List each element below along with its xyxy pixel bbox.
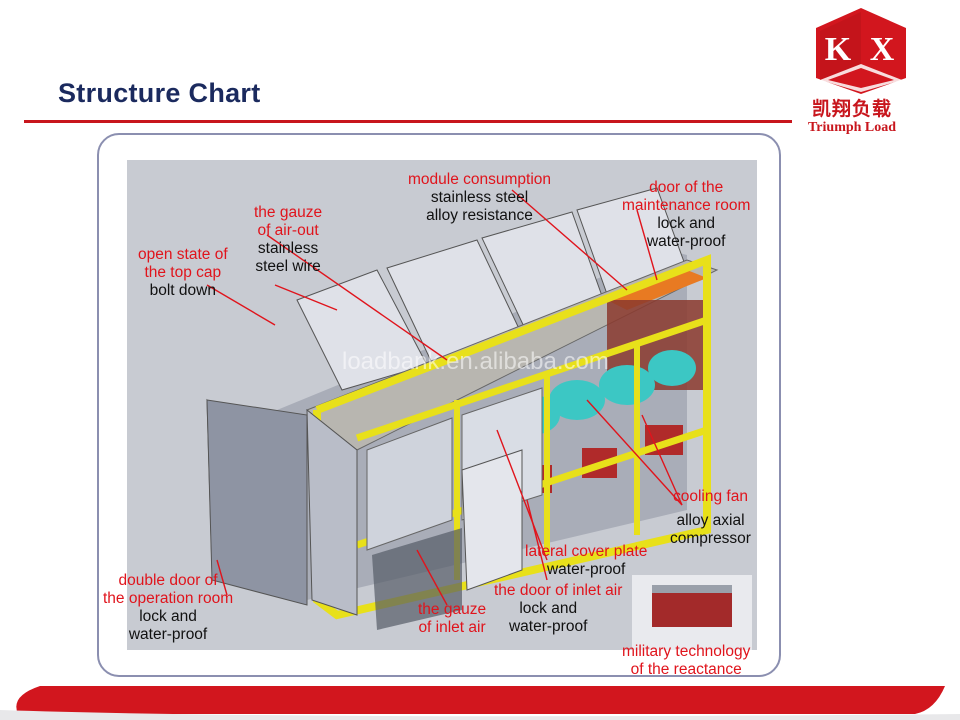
svg-text:X: X (870, 31, 895, 68)
cooling-fan (599, 365, 655, 405)
label-top-cap: open state of the top cap bolt down (138, 246, 228, 299)
inlet-air-door (461, 449, 523, 591)
title-divider (24, 120, 792, 123)
container-illustration (206, 187, 752, 650)
label-module-consumption: module consumption stainless steel alloy… (408, 171, 552, 224)
leader-lines (206, 189, 683, 606)
end-wall (306, 408, 358, 616)
company-logo: K X 凯翔负载 Triumph Load (806, 6, 916, 136)
label-operation-room-door: double door of the operation room lock a… (103, 572, 234, 643)
page-title: Structure Chart (58, 78, 261, 108)
label-lateral-cover-plate: lateral cover plate water-proof (525, 543, 648, 578)
inlet-air-gauze (372, 528, 462, 630)
label-inlet-air-door: the door of inlet air lock and water-pro… (494, 582, 623, 635)
label-maintenance-door: door of the maintenance room lock and wa… (622, 179, 751, 250)
svg-text:K: K (825, 31, 852, 68)
load-bank-container-diagram: loadbank.en.alibaba.com (127, 160, 757, 650)
content-frame (97, 133, 781, 677)
label-inlet-air-gauze: the gauze of inlet air (418, 601, 487, 636)
logo-name-cn: 凯翔负载 (812, 98, 893, 120)
logo-name-en: Triumph Load (808, 120, 897, 135)
label-reactance: military technology of the reactance (622, 643, 751, 678)
label-cooling-fan: cooling fan alloy axial compressor (670, 488, 751, 547)
label-air-out-gauze: the gauze of air-out stainless steel wir… (254, 204, 323, 275)
watermark: loadbank.en.alibaba.com (342, 348, 609, 375)
kx-logo-icon: K X (816, 8, 906, 94)
cooling-fan (549, 380, 605, 420)
cooling-fan (648, 350, 696, 386)
footer-band (0, 686, 960, 720)
lateral-cover-plate (366, 417, 453, 551)
operation-room-door-right (206, 399, 308, 606)
